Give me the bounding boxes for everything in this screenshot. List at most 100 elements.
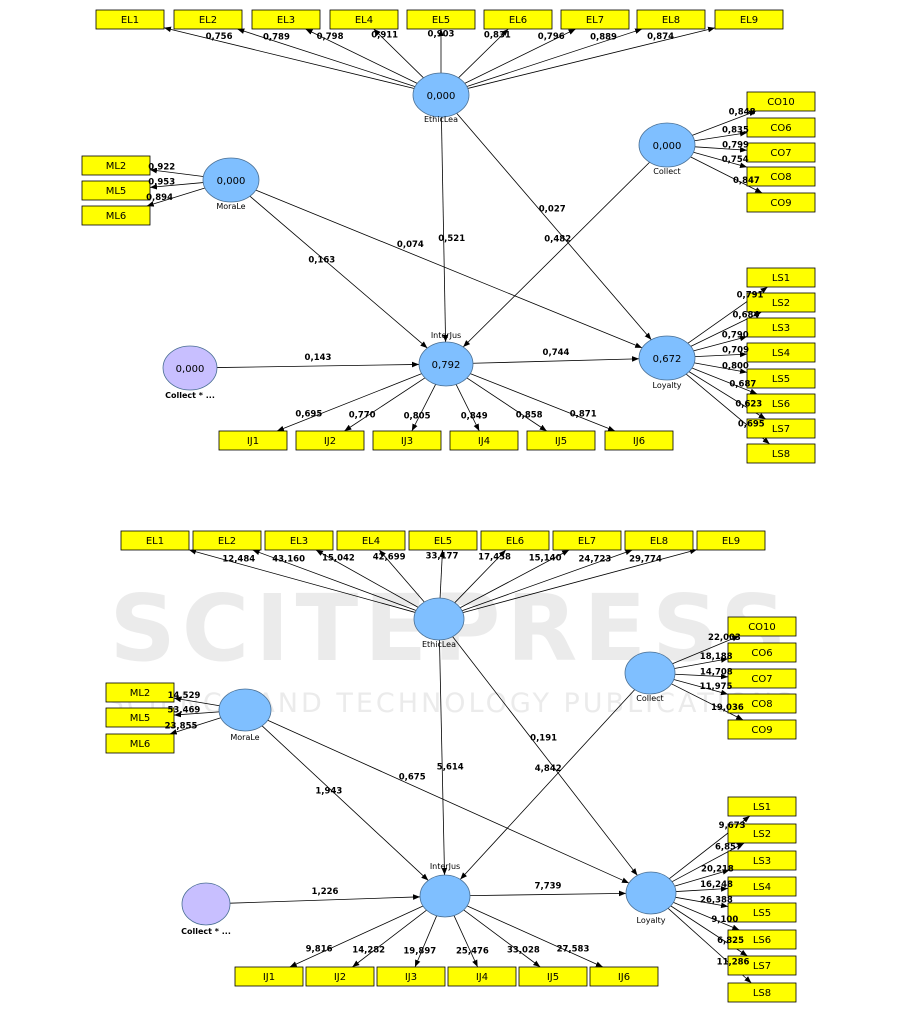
indicator-label: IJ2 [334, 972, 346, 983]
indicator-el1: EL1 [120, 530, 190, 551]
loading-value-ls3: 20,218 [701, 865, 734, 875]
indicator-co10: CO10 [746, 91, 816, 112]
indicator-label: CO6 [751, 648, 772, 659]
indicator-label: ML5 [106, 186, 127, 197]
indicator-label: CO9 [770, 198, 791, 209]
indicator-el8: EL8 [636, 9, 706, 30]
loading-arrow-ij6 [466, 905, 604, 968]
latent-collect: Collect [624, 651, 676, 703]
indicator-ls7: LS7 [746, 418, 816, 439]
loading-value-co9: 0,847 [733, 176, 760, 186]
loading-arrow-el3 [305, 28, 418, 84]
indicator-label: LS1 [772, 273, 790, 284]
indicator-label: EL5 [432, 15, 450, 26]
loading-arrow-ls5 [694, 362, 748, 374]
indicator-label: IJ5 [547, 972, 559, 983]
loading-arrow-el9 [467, 26, 716, 89]
indicator-label: LS4 [753, 882, 771, 893]
indicator-el3: EL3 [264, 530, 334, 551]
indicator-ij6: IJ6 [589, 966, 659, 987]
loading-value-el3: 0,798 [317, 32, 344, 42]
loading-value-el6: 17,458 [478, 553, 511, 563]
indicator-el3: EL3 [251, 9, 321, 30]
path-coefficient-moral-to-interj: 0,163 [308, 256, 335, 266]
latent-moral: MoraLe [218, 688, 272, 742]
loading-arrow-ij4 [455, 384, 480, 432]
loading-value-co6: 18,188 [700, 652, 733, 662]
indicator-ij2: IJ2 [305, 966, 375, 987]
loading-arrow-co10 [692, 110, 757, 136]
latent-value: 0,000 [427, 91, 456, 102]
loading-value-ij2: 14,282 [352, 945, 385, 955]
latent-name: Loyalty [637, 916, 666, 925]
latent-name: Collect [636, 694, 663, 703]
loading-value-ij6: 0,871 [570, 409, 597, 419]
indicator-ml5: ML5 [81, 180, 151, 201]
indicator-label: LS6 [753, 935, 771, 946]
loading-arrow-el3 [315, 549, 419, 608]
path-coefficient-ethic-to-interj: 0,521 [438, 234, 465, 244]
indicator-ls3: LS3 [727, 850, 797, 871]
loading-arrow-el6 [454, 549, 507, 603]
loading-value-ij6: 27,583 [557, 945, 590, 955]
path-coefficient-moral-to-interj: 1,943 [315, 786, 342, 796]
loading-arrow-co8 [693, 151, 748, 168]
loading-value-ij2: 0,770 [349, 410, 376, 420]
path-coefficient-moral-to-loyalty: 0,074 [397, 240, 424, 250]
indicator-ij3: IJ3 [376, 966, 446, 987]
indicator-ij5: IJ5 [526, 430, 596, 451]
indicator-label: EL5 [434, 536, 452, 547]
loading-value-ls8: 0,695 [738, 420, 765, 430]
latent-name: InterJus [430, 862, 460, 871]
indicator-label: LS8 [772, 449, 790, 460]
loading-value-ls3: 0,790 [722, 331, 749, 341]
indicator-label: ML6 [130, 739, 151, 750]
loading-value-co8: 11,975 [700, 682, 733, 692]
edges [169, 548, 752, 984]
indicator-el6: EL6 [483, 9, 553, 30]
loading-value-ls4: 0,709 [722, 346, 749, 356]
loading-value-ls1: 9,673 [719, 821, 746, 831]
loading-value-ls4: 16,248 [700, 880, 733, 890]
indicator-label: IJ4 [478, 436, 490, 447]
indicator-label: EL1 [146, 536, 164, 547]
loading-arrow-ls4 [675, 886, 729, 892]
indicator-ls3: LS3 [746, 317, 816, 338]
path-arrow-ethic-to-interj [441, 116, 449, 343]
loading-arrow-ls3 [693, 335, 748, 352]
latent-loyalty: Loyalty [625, 871, 677, 925]
indicator-el8: EL8 [624, 530, 694, 551]
indicator-label: IJ5 [555, 436, 567, 447]
loading-arrow-el1 [188, 549, 416, 613]
loading-value-el9: 0,874 [647, 32, 674, 42]
loading-arrow-el2 [237, 28, 416, 87]
loading-arrow-el8 [461, 549, 633, 612]
loading-value-ls5: 0,800 [722, 361, 749, 371]
loading-value-el8: 24,723 [578, 554, 611, 564]
indicator-label: LS8 [753, 988, 771, 999]
indicator-ls2: LS2 [746, 292, 816, 313]
loading-value-ls2: 6,857 [715, 843, 742, 853]
latent-name: MoraLe [230, 733, 259, 742]
path-arrow-moral-to-loyalty [255, 189, 643, 349]
indicator-ml6: ML6 [105, 733, 175, 754]
indicator-label: ML6 [106, 211, 127, 222]
loading-value-co8: 0,754 [722, 155, 749, 165]
indicator-label: EL2 [218, 536, 236, 547]
loading-value-ij4: 25,476 [456, 947, 489, 957]
indicator-el6: EL6 [480, 530, 550, 551]
indicator-ij1: IJ1 [234, 966, 304, 987]
indicator-label: EL9 [740, 15, 758, 26]
indicator-co10: CO10 [727, 616, 797, 637]
indicator-label: ML2 [130, 688, 151, 699]
loading-value-ls1: 0,791 [737, 290, 764, 300]
latent-value: 0,000 [176, 364, 205, 375]
loading-value-el4: 42,699 [373, 552, 406, 562]
loading-arrow-co6 [694, 131, 748, 142]
